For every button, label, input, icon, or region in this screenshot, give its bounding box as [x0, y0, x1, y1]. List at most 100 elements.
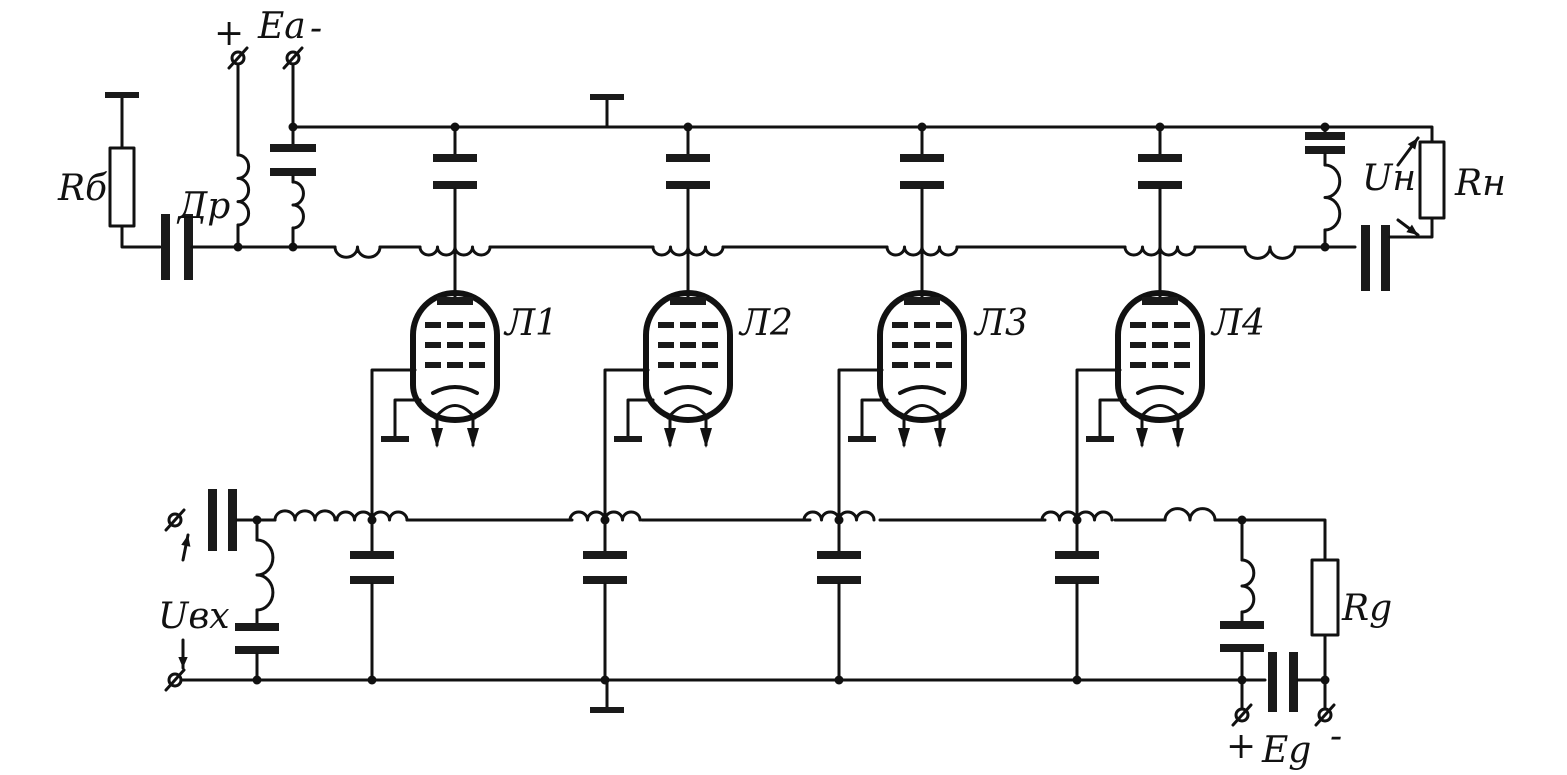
label-tube-3: Л3: [973, 303, 1028, 344]
tube-grid: [1152, 342, 1168, 348]
inductor: [603, 510, 642, 522]
vacuum-tube-envelope: [643, 290, 733, 423]
resistor: [108, 146, 136, 228]
arrow-head: [1406, 224, 1418, 235]
tube-grid: [892, 362, 908, 368]
tube-grid: [702, 362, 718, 368]
capacitor-plate: [583, 551, 627, 559]
vacuum-tube-envelope: [1115, 290, 1205, 423]
tube-grid: [425, 362, 441, 368]
tube-grid: [447, 342, 463, 348]
tube-grid: [1174, 342, 1190, 348]
tube-heater: [900, 404, 944, 420]
capacitor-plate: [900, 181, 944, 189]
capacitor-plate: [350, 576, 394, 584]
junction-node: [1237, 675, 1247, 685]
terminal-mark: [282, 46, 304, 70]
vacuum-tube-envelope: [877, 290, 967, 423]
inductor: [370, 510, 409, 522]
tube-grid: [1152, 362, 1168, 368]
label-un: Uн: [1362, 158, 1416, 199]
tube-anode: [670, 297, 706, 305]
inductor: [920, 245, 959, 257]
tube-grid: [658, 362, 674, 368]
grid-lead: [837, 368, 884, 522]
tube-grid: [1130, 362, 1146, 368]
tube-grid: [447, 322, 463, 328]
inductor: [273, 509, 337, 522]
ground-icon: [590, 94, 624, 100]
grid-lead: [1075, 368, 1122, 522]
inductor: [335, 510, 374, 522]
junction-node: [233, 242, 243, 252]
tube-grid: [1130, 322, 1146, 328]
label-uin: Uвх: [158, 596, 230, 637]
inductor: [255, 538, 275, 612]
tube-cathode: [898, 385, 946, 395]
capacitor-plate: [350, 551, 394, 559]
capacitor-plate: [1305, 132, 1345, 140]
label-tube-1: Л1: [503, 303, 558, 344]
tube-grid: [702, 342, 718, 348]
label-ea-plus: +: [214, 13, 244, 54]
tube-grid: [892, 342, 908, 348]
tube-cathode: [431, 385, 479, 395]
tube-grid: [1174, 322, 1190, 328]
tube-grid: [914, 322, 930, 328]
tube-grid: [425, 322, 441, 328]
capacitor-plate: [1220, 644, 1264, 652]
label-eg: Eg: [1261, 730, 1311, 771]
capacitor-plate: [1138, 154, 1182, 162]
tube-cathode: [1136, 385, 1184, 395]
capacitor-plate: [1138, 181, 1182, 189]
capacitor-plate: [1361, 225, 1370, 291]
inductor: [651, 245, 690, 257]
label-choke: Др: [176, 186, 230, 227]
ground-icon: [848, 436, 876, 442]
heater-arrow-icon: [664, 428, 676, 448]
label-eg-plus: +: [1226, 726, 1256, 767]
resistor: [1418, 140, 1446, 220]
inductor: [1243, 245, 1297, 260]
tube-grid: [469, 322, 485, 328]
capacitor-plate: [270, 144, 316, 152]
vacuum-tube-envelope: [410, 290, 500, 423]
terminal-mark: [164, 508, 186, 532]
heater-arrow-icon: [1172, 428, 1184, 448]
wire: [120, 224, 162, 249]
inductor: [1158, 245, 1197, 257]
tube-anode: [437, 297, 473, 305]
tube-grid: [892, 322, 908, 328]
wire: [393, 398, 422, 440]
heater-arrow-icon: [934, 428, 946, 448]
tube-grid: [658, 342, 674, 348]
tube-grid: [936, 342, 952, 348]
inductor: [1040, 510, 1079, 522]
capacitor-plate: [583, 576, 627, 584]
terminal-mark: [164, 668, 186, 692]
terminal: [1317, 707, 1333, 723]
capacitor-plate: [900, 154, 944, 162]
capacitor-plate: [666, 181, 710, 189]
label-tube-4: Л4: [1210, 303, 1265, 344]
capacitor-plate: [228, 489, 237, 551]
inductor: [1163, 507, 1217, 522]
inductor: [837, 510, 876, 522]
inductor: [453, 245, 492, 257]
tube-grid: [1152, 322, 1168, 328]
tube-grid: [469, 342, 485, 348]
capacitor-plate: [208, 489, 217, 551]
terminal: [1234, 707, 1250, 723]
heater-arrow-icon: [467, 428, 479, 448]
anode-supply-rail: [291, 125, 1434, 144]
label-ea-minus: -: [310, 8, 322, 49]
tube-grid: [936, 322, 952, 328]
junction-node: [288, 242, 298, 252]
capacitor-plate: [1305, 146, 1345, 154]
capacitor-plate: [1268, 652, 1277, 712]
arrow-head: [181, 535, 191, 547]
capacitor-plate: [1220, 621, 1264, 629]
wiring: [105, 46, 1446, 727]
tube-grid: [914, 342, 930, 348]
tube-grid: [469, 362, 485, 368]
